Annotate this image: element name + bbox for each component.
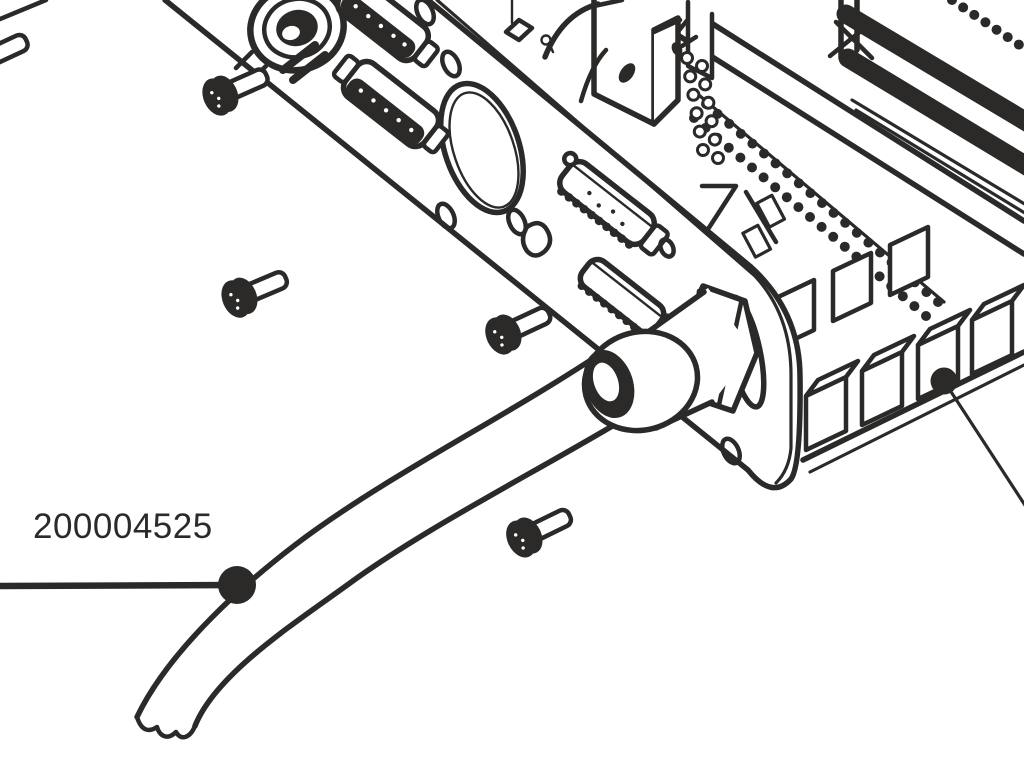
jack-screw-hole <box>658 237 676 259</box>
d-sub-connector-mounted-upper <box>557 150 670 257</box>
panel-edge-right <box>425 0 803 491</box>
pan-head-screw-2 <box>216 260 293 322</box>
component-block-row-back <box>741 193 931 351</box>
right-callout <box>930 367 1024 507</box>
d-sub-connector-floating-upper <box>326 0 440 69</box>
screw-clipped <box>0 32 30 71</box>
component-block-row <box>803 282 1024 453</box>
pin-column <box>695 59 725 165</box>
part-number-callout: 200004525 <box>0 507 256 604</box>
cable-gland <box>581 283 767 434</box>
leader-dot <box>218 566 256 604</box>
d-sub-connector-floating-lower <box>331 53 451 155</box>
pin-column <box>680 51 710 157</box>
edge-line-fragment <box>0 0 49 22</box>
circular-connector <box>233 0 347 85</box>
panel-thickness-line <box>435 0 793 485</box>
small-pin <box>671 42 683 56</box>
teardrop-hole <box>520 220 553 258</box>
module-box <box>591 0 715 127</box>
small-pin-stem <box>679 34 699 49</box>
support-post <box>827 0 875 61</box>
pin-header-row-corner <box>947 0 1024 50</box>
card-edge-rail <box>838 48 1024 176</box>
leader-line <box>942 379 1024 507</box>
edge-tab <box>503 0 555 54</box>
board-edge-inner <box>808 363 1024 474</box>
board-edge <box>800 349 1024 463</box>
gland-hole <box>592 362 620 402</box>
cable-edge-inner <box>192 409 639 729</box>
cable-edge-outer <box>134 353 600 720</box>
cable-torn-end <box>134 714 198 740</box>
cable <box>134 353 639 740</box>
cable-clamp <box>279 41 329 84</box>
leader-line <box>0 581 241 590</box>
pcb-assembly <box>542 0 1024 474</box>
panel-round-cutout-chamfer <box>448 91 520 209</box>
part-number-label: 200004525 <box>33 507 213 546</box>
rail-edge-line <box>854 108 1024 215</box>
curved-guide <box>542 1 636 104</box>
pan-head-screw-4 <box>500 498 578 563</box>
panel-round-cutout <box>438 80 526 216</box>
card-edge-rail <box>836 4 1024 132</box>
rail-edge-line <box>850 98 1024 206</box>
